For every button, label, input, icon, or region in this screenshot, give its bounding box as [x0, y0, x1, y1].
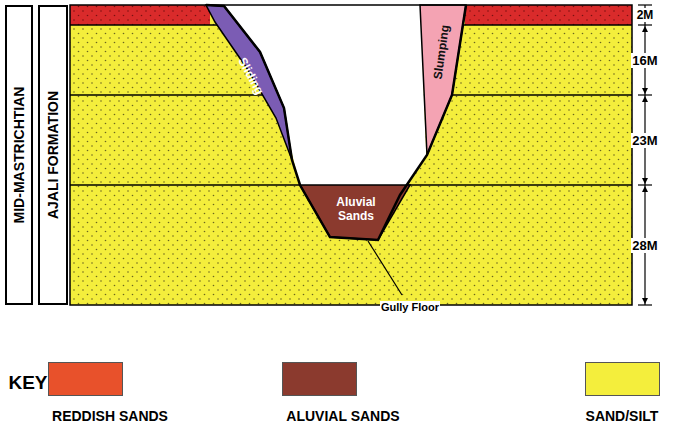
legend-text: ALUVIAL SANDS	[286, 408, 399, 424]
section-frame	[70, 5, 632, 305]
dimension-label: 2M	[636, 8, 655, 22]
reddish-layer	[465, 5, 632, 25]
reddish-layer	[70, 5, 210, 25]
node-text: Aluvial Sands	[325, 196, 387, 224]
reddish-texture	[465, 5, 632, 25]
gully	[205, 3, 470, 240]
legend-text: REDDISH SANDS	[52, 408, 168, 424]
dimension-line	[644, 5, 645, 305]
legend-swatch	[48, 362, 123, 396]
callout-label: Gully Floor	[380, 301, 440, 313]
dimension-label: 23M	[631, 133, 658, 148]
dimension-ticks	[638, 5, 652, 305]
legend-swatch	[585, 362, 660, 396]
formation-column: AJALI FORMATION	[38, 5, 68, 305]
legend-swatch	[282, 362, 357, 396]
node-text: MID-MASTRICHTIAN	[11, 87, 27, 224]
reddish-texture	[70, 5, 210, 25]
dimension-label: 16M	[631, 53, 658, 68]
sliding-mass	[206, 5, 292, 160]
leader-line	[368, 241, 402, 295]
gully-fill	[205, 4, 426, 240]
slumping-mass	[420, 5, 466, 155]
sand-layer	[70, 5, 632, 305]
dimension-arrows	[642, 26, 648, 304]
alluvial-box: Aluvial Sands	[323, 195, 389, 225]
legend-text: SAND/SILT	[586, 408, 659, 424]
gully-wall	[206, 5, 466, 240]
stage-column: MID-MASTRICHTIAN	[5, 5, 33, 305]
node-text: AJALI FORMATION	[45, 91, 61, 219]
sand-texture	[70, 5, 632, 305]
dimension-label: 28M	[631, 238, 658, 253]
key-heading: KEY	[8, 372, 47, 394]
